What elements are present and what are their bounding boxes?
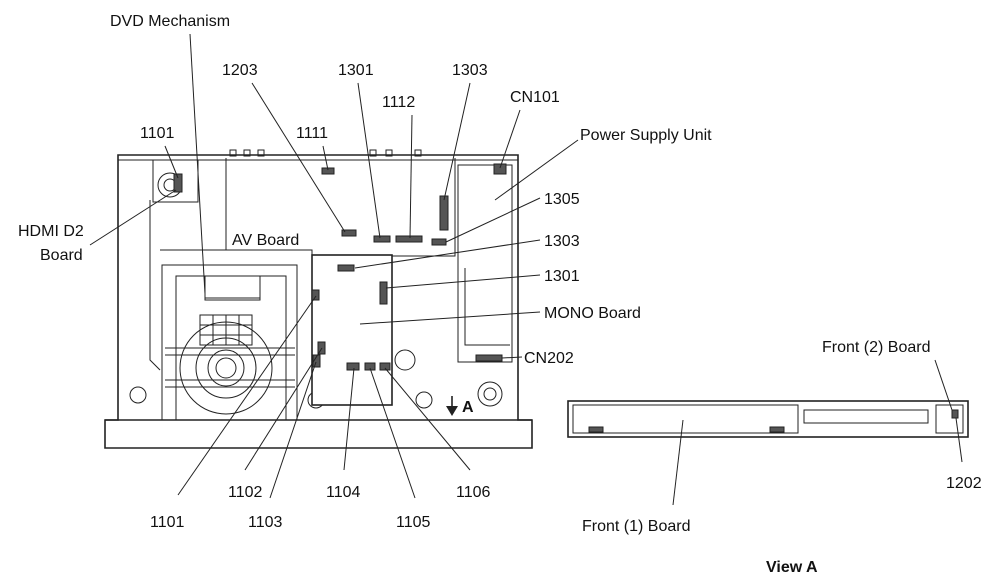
connector-cn202 [475, 354, 503, 362]
label-1111: 1111 [296, 125, 328, 142]
label-1202: 1202 [946, 475, 982, 492]
label-front-1-board: Front (1) Board [582, 518, 690, 535]
connector-cn101 [493, 163, 507, 175]
leader-lines [89, 33, 963, 506]
front-view [567, 400, 969, 438]
connector-1303-right [337, 264, 355, 272]
label-1112: 1112 [382, 94, 415, 111]
label-1106: 1106 [456, 484, 491, 501]
label-hdmi-d2-line2: Board [40, 247, 83, 264]
connector-1106 [379, 362, 391, 371]
label-1301-top: 1301 [338, 62, 374, 79]
power-supply-unit [457, 163, 513, 363]
dvd-mechanism [161, 264, 298, 421]
label-1203: 1203 [222, 62, 258, 79]
label-dvd-mechanism: DVD Mechanism [110, 13, 230, 30]
label-1303-right: 1303 [544, 233, 580, 250]
connector-1202 [951, 409, 959, 419]
connector-1301-top [373, 235, 391, 243]
caption-view-a: View A [766, 559, 818, 576]
view-a-arrow: A [446, 396, 474, 416]
connector-1101-bottom [311, 289, 320, 301]
connector-1203 [341, 229, 357, 237]
connector-1105 [364, 362, 376, 371]
mono-board [311, 254, 393, 406]
connector-1303-top [439, 195, 449, 231]
label-1105: 1105 [396, 514, 431, 531]
label-power-supply-unit: Power Supply Unit [580, 127, 712, 144]
label-hdmi-d2-line1: HDMI D2 [18, 223, 84, 240]
label-front-2-board: Front (2) Board [822, 339, 930, 356]
connector-1101-top [173, 173, 183, 193]
label-av-board: AV Board [232, 232, 299, 249]
label-1301-right: 1301 [544, 268, 580, 285]
label-1103: 1103 [248, 514, 283, 531]
connector-1103 [312, 354, 321, 368]
label-1101-top: 1101 [140, 125, 175, 142]
label-cn202: CN202 [524, 350, 574, 367]
view-a-arrow-label: A [462, 399, 474, 416]
label-1101-bottom: 1101 [150, 514, 185, 531]
labels: DVD Mechanism 1203 1301 1303 1112 CN101 … [18, 13, 982, 576]
connector-1305 [431, 238, 447, 246]
label-1305: 1305 [544, 191, 580, 208]
connector-1301-right [379, 281, 388, 305]
label-1303-top: 1303 [452, 62, 488, 79]
label-1104: 1104 [326, 484, 361, 501]
label-1102: 1102 [228, 484, 263, 501]
connector-1104 [346, 362, 360, 371]
label-cn101: CN101 [510, 89, 560, 106]
label-mono-board: MONO Board [544, 305, 641, 322]
connector-1112 [395, 235, 423, 243]
